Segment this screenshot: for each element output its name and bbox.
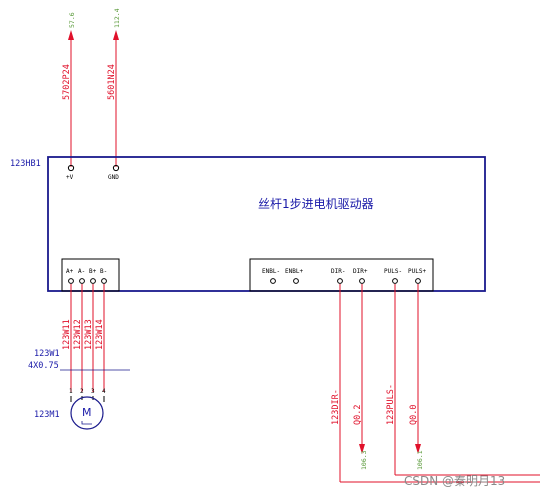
terminal-b-minus bbox=[101, 278, 107, 284]
puls-wire-label: 123PULS- bbox=[386, 384, 396, 425]
driver-title: 丝杆1步进电机驱动器 bbox=[258, 197, 374, 211]
terminal-b-plus bbox=[90, 278, 96, 284]
motor-mark bbox=[81, 421, 92, 425]
terminal-num-3: 3 bbox=[91, 388, 95, 395]
pos-voltage-label: 57.6 bbox=[68, 12, 76, 28]
watermark: CSDN @秦明月13 bbox=[404, 474, 505, 488]
pin-dir-plus: DIR+ bbox=[353, 268, 368, 275]
pin-pos-label: +V bbox=[66, 174, 74, 181]
terminal-num-2: 2 bbox=[80, 388, 84, 395]
pin-dir-minus: DIR- bbox=[331, 268, 345, 275]
puls-ref-label: 106.1 bbox=[416, 450, 424, 470]
gnd-terminal bbox=[112, 164, 120, 172]
gnd-arrow-icon bbox=[113, 30, 119, 40]
terminal-dir-minus bbox=[337, 278, 343, 284]
wire-label-2: 123W12 bbox=[73, 319, 83, 350]
pin-a-plus: A+ bbox=[66, 268, 74, 275]
terminal-puls-minus bbox=[392, 278, 398, 284]
terminal-enbl-minus bbox=[270, 278, 276, 284]
terminal-num-4: 4 bbox=[102, 388, 106, 395]
terminal-num-1: 1 bbox=[69, 388, 73, 395]
wire-label-3: 123W13 bbox=[84, 319, 94, 350]
gnd-wire-label: 5601N24 bbox=[107, 64, 117, 100]
pin-puls-minus: PULS- bbox=[384, 268, 402, 275]
driver-tag: 123HB1 bbox=[10, 159, 41, 169]
pos-wire-label: 5702P24 bbox=[62, 64, 72, 100]
pin-gnd-label: GND bbox=[108, 174, 119, 181]
dir-wire-label: 123DIR- bbox=[331, 389, 341, 425]
terminal-a-plus bbox=[68, 278, 74, 284]
terminal-enbl-plus bbox=[293, 278, 299, 284]
pin-puls-plus: PULS+ bbox=[408, 268, 426, 275]
cable-tag: 123W1 bbox=[34, 349, 60, 359]
pos-arrow-icon bbox=[68, 30, 74, 40]
cable-spec: 4X0.75 bbox=[28, 361, 59, 371]
motor-symbol: M bbox=[82, 406, 92, 419]
wire-label-4: 123W14 bbox=[95, 319, 105, 350]
motor-icon bbox=[70, 396, 104, 430]
pos-terminal bbox=[67, 164, 75, 172]
dir-ref-label: 106.3 bbox=[360, 450, 368, 470]
pin-enbl-minus: ENBL- bbox=[262, 268, 280, 275]
puls-out-label: Q0.0 bbox=[409, 405, 419, 425]
motor-tag: 123M1 bbox=[34, 410, 60, 420]
pin-enbl-plus: ENBL+ bbox=[285, 268, 303, 275]
pin-b-plus: B+ bbox=[89, 268, 97, 275]
signal-connector bbox=[249, 258, 434, 292]
pin-b-minus: B- bbox=[100, 268, 107, 275]
pin-a-minus: A- bbox=[78, 268, 85, 275]
gnd-voltage-label: 112.4 bbox=[113, 8, 121, 28]
terminal-dir-plus bbox=[359, 278, 365, 284]
motor-connector bbox=[61, 258, 120, 292]
dir-arrow-icon bbox=[359, 444, 365, 454]
terminal-puls-plus bbox=[415, 278, 421, 284]
puls-arrow-icon bbox=[415, 444, 421, 454]
wire-label-1: 123W11 bbox=[62, 319, 72, 350]
terminal-a-minus bbox=[79, 278, 85, 284]
dir-out-label: Q0.2 bbox=[353, 405, 363, 425]
